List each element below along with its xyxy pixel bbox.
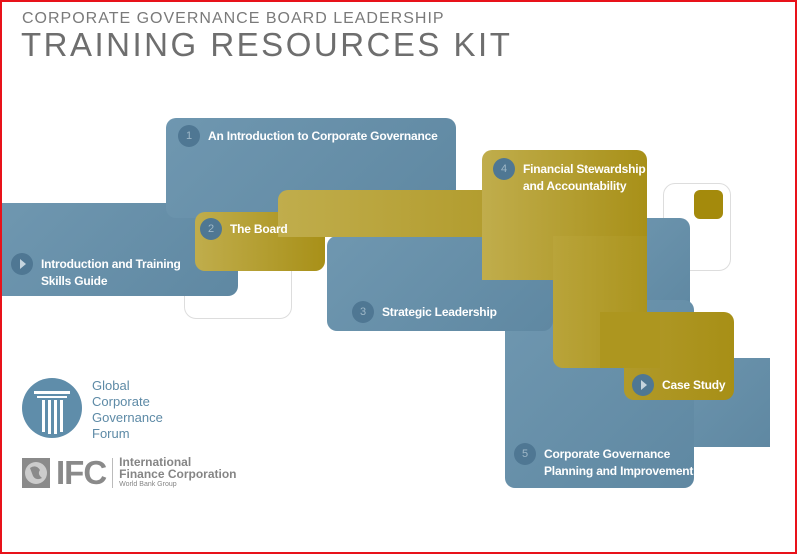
module-3-link[interactable]: 3 Strategic Leadership — [352, 301, 497, 323]
play-icon — [11, 253, 33, 275]
module-label: An Introduction to Corporate Governance — [208, 129, 438, 143]
module-label: The Board — [230, 222, 288, 236]
gold-join — [600, 312, 660, 368]
module-number: 3 — [352, 301, 374, 323]
module-label: Strategic Leadership — [382, 305, 497, 319]
module-number: 4 — [493, 158, 515, 180]
ifc-name: International Finance Corporation World … — [119, 455, 237, 488]
module-2-link[interactable]: 2 The Board — [200, 218, 288, 240]
case-study-link[interactable]: Case Study — [632, 374, 726, 396]
module-label: Case Study — [662, 378, 726, 392]
ifc-logo: IFC International Finance Corporation Wo… — [22, 456, 237, 489]
module-1-link[interactable]: 1 An Introduction to Corporate Governanc… — [178, 125, 438, 147]
pillar-icon — [22, 378, 82, 438]
module-number: 2 — [200, 218, 222, 240]
decor-gold-square — [694, 190, 723, 219]
page-subtitle: CORPORATE GOVERNANCE BOARD LEADERSHIP — [22, 10, 445, 27]
module-number: 5 — [514, 443, 536, 465]
module-number: 1 — [178, 125, 200, 147]
globe-icon — [22, 457, 50, 488]
play-icon — [632, 374, 654, 396]
ifc-mark: IFC — [56, 453, 107, 491]
divider — [112, 457, 114, 488]
page-title: TRAINING RESOURCES KIT — [21, 26, 513, 63]
